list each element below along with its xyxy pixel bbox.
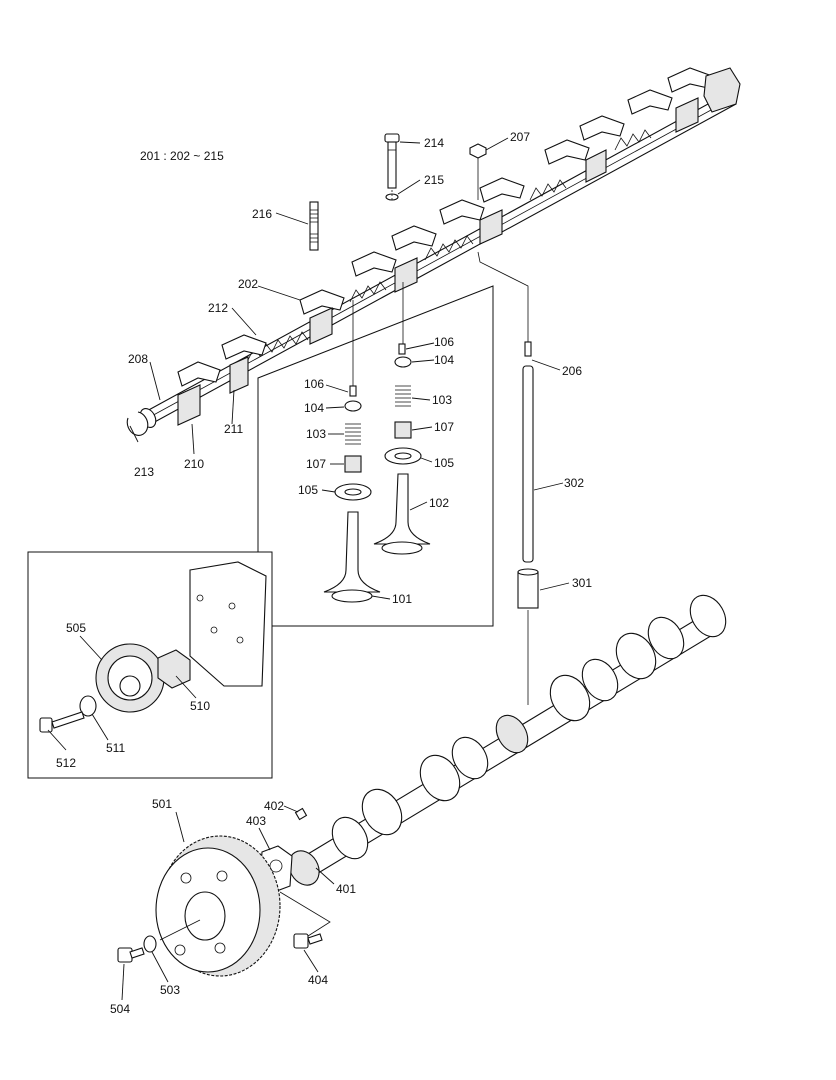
camshaft xyxy=(259,594,727,893)
label-301: 301 xyxy=(572,576,592,590)
label-213: 213 xyxy=(134,465,154,479)
label-202: 202 xyxy=(238,277,258,291)
label-107-right: 107 xyxy=(434,420,454,434)
label-401: 401 xyxy=(336,882,356,896)
label-104-right: 104 xyxy=(434,353,454,367)
label-505: 505 xyxy=(66,621,86,635)
label-105-left: 105 xyxy=(298,483,318,497)
label-510: 510 xyxy=(190,699,210,713)
label-101: 101 xyxy=(392,592,412,606)
label-302: 302 xyxy=(564,476,584,490)
label-512: 512 xyxy=(56,756,76,770)
label-107-left: 107 xyxy=(306,457,326,471)
leader-lines xyxy=(47,137,570,1001)
label-511: 511 xyxy=(106,741,125,755)
cam-gear xyxy=(117,835,331,977)
idle-gear-assembly xyxy=(39,561,267,733)
label-103-left: 103 xyxy=(306,427,326,441)
label-501: 501 xyxy=(152,797,172,811)
label-211: 211 xyxy=(224,422,243,436)
label-208: 208 xyxy=(128,352,148,366)
label-503: 503 xyxy=(160,983,180,997)
push-rod-and-tappet xyxy=(517,341,539,609)
gear-detail-frame xyxy=(27,551,273,779)
label-402: 402 xyxy=(264,799,284,813)
label-214: 214 xyxy=(424,136,444,150)
label-106-right: 106 xyxy=(434,335,454,349)
label-404: 404 xyxy=(308,973,328,987)
label-504: 504 xyxy=(110,1002,130,1016)
rocker-bolts xyxy=(309,133,487,251)
label-212: 212 xyxy=(208,301,228,315)
label-207: 207 xyxy=(510,130,530,144)
label-216: 216 xyxy=(252,207,272,221)
label-210: 210 xyxy=(184,457,204,471)
label-106-left: 106 xyxy=(304,377,324,391)
label-215: 215 xyxy=(424,173,444,187)
valve-assembly xyxy=(323,343,431,603)
label-104-left: 104 xyxy=(304,401,324,415)
label-102: 102 xyxy=(429,496,449,510)
connector-lines xyxy=(352,251,529,705)
range-note: 201 : 202 ~ 215 xyxy=(140,149,224,163)
rocker-shaft-assembly xyxy=(126,67,741,436)
part-labels: 201 : 202 ~ 215 214 215 216 207 202 212 … xyxy=(56,130,592,1016)
label-105-right: 105 xyxy=(434,456,454,470)
label-206: 206 xyxy=(562,364,582,378)
label-403: 403 xyxy=(246,814,266,828)
label-103-right: 103 xyxy=(432,393,452,407)
